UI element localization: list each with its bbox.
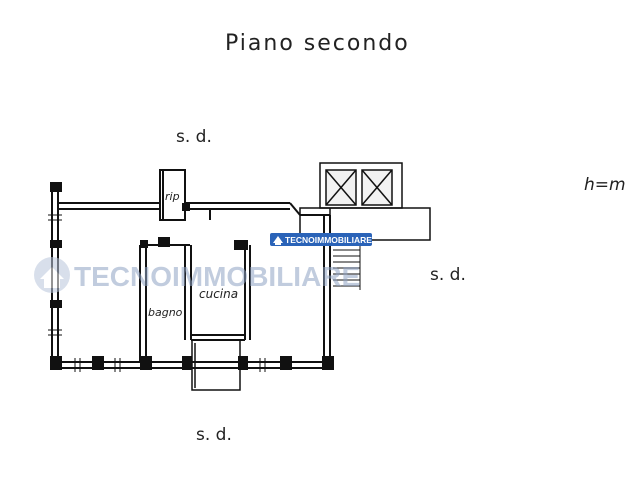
window-marks (48, 214, 266, 372)
label-sd-bottom: s. d. (196, 425, 232, 445)
wall-pillars (50, 182, 334, 370)
room-label-cucina: cucina (199, 287, 238, 301)
watermark-badge: TECNOIMMOBILIARE (270, 233, 372, 246)
room-label-bagno: bagno (148, 306, 183, 319)
label-sd-right: s. d. (430, 265, 466, 285)
balcony (191, 339, 241, 391)
plan-title: Piano secondo (225, 31, 410, 56)
label-ceiling-height: h=m (584, 175, 626, 195)
stair-core (299, 162, 431, 241)
watermark-badge-house-icon (273, 236, 283, 245)
watermark-large: TECNOIMMOBILIARE (34, 257, 360, 293)
room-label-rip: rip (165, 190, 180, 203)
watermark-small-text: TECNOIMMOBILIARE (285, 235, 372, 245)
watermark-large-text: TECNOIMMOBILIARE (74, 261, 360, 292)
label-sd-top: s. d. (176, 127, 212, 147)
